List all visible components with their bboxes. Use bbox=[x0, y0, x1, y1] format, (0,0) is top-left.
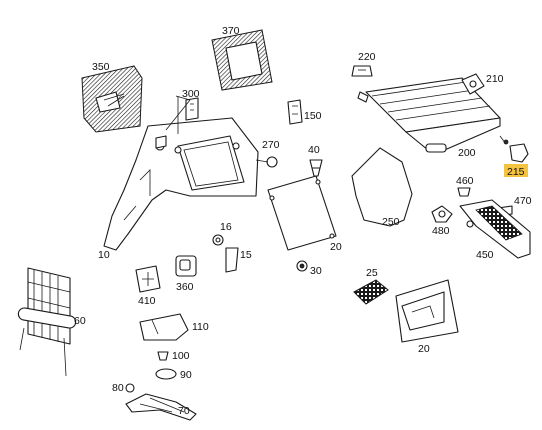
callout-460: 460 bbox=[456, 175, 474, 187]
part-350-insulation[interactable] bbox=[81, 65, 143, 133]
part-300-clip[interactable] bbox=[155, 95, 199, 149]
callout-15: 15 bbox=[240, 249, 252, 261]
part-410-first-aid-cover[interactable] bbox=[135, 265, 161, 293]
callout-470: 470 bbox=[514, 195, 532, 207]
callout-480: 480 bbox=[432, 225, 450, 237]
callout-215: 215 bbox=[507, 166, 525, 178]
part-100-bolt[interactable] bbox=[157, 351, 169, 361]
callout-270: 270 bbox=[262, 139, 280, 151]
part-15-holder[interactable] bbox=[225, 247, 239, 273]
part-270-screw[interactable] bbox=[255, 156, 278, 168]
callout-150: 150 bbox=[304, 110, 322, 122]
part-215-latch[interactable] bbox=[499, 135, 529, 163]
part-200-luggage-cover[interactable] bbox=[357, 77, 501, 153]
part-40-clip[interactable] bbox=[309, 159, 323, 177]
callout-360: 360 bbox=[176, 281, 194, 293]
part-360-socket[interactable] bbox=[175, 255, 197, 277]
part-370-insulation[interactable] bbox=[211, 29, 273, 91]
callout-16: 16 bbox=[220, 221, 232, 233]
part-90-strap[interactable] bbox=[155, 368, 177, 380]
callout-30: 30 bbox=[310, 265, 322, 277]
part-460-clip[interactable] bbox=[457, 187, 471, 197]
part-80-screw[interactable] bbox=[125, 383, 135, 393]
callout-20-upper: 20 bbox=[330, 241, 342, 253]
callout-80: 80 bbox=[112, 382, 124, 394]
part-20-panel-lower[interactable] bbox=[395, 279, 459, 343]
callout-250: 250 bbox=[382, 216, 400, 228]
highlight-marker bbox=[504, 164, 528, 177]
part-20-panel-upper[interactable] bbox=[267, 175, 337, 251]
callout-60: 60 bbox=[74, 315, 86, 327]
part-220-clip[interactable] bbox=[351, 65, 373, 77]
part-210-end-cap[interactable] bbox=[461, 73, 485, 95]
part-70-strap[interactable] bbox=[125, 393, 197, 421]
part-250-cover-panel[interactable] bbox=[351, 147, 413, 227]
callout-220: 220 bbox=[358, 51, 376, 63]
callout-20-lower: 20 bbox=[418, 343, 430, 355]
callout-450: 450 bbox=[476, 249, 494, 261]
callout-200: 200 bbox=[458, 147, 476, 159]
callout-90: 90 bbox=[180, 369, 192, 381]
part-150-bracket[interactable] bbox=[287, 99, 303, 125]
callout-25: 25 bbox=[366, 267, 378, 279]
part-450-sill-trim[interactable] bbox=[459, 199, 531, 259]
part-25-grille[interactable] bbox=[353, 279, 389, 305]
callout-410: 410 bbox=[138, 295, 156, 307]
part-30-clip[interactable] bbox=[296, 260, 308, 272]
callout-10: 10 bbox=[98, 249, 110, 261]
part-16-washer[interactable] bbox=[212, 234, 224, 246]
part-480-holder[interactable] bbox=[431, 205, 453, 223]
callout-110: 110 bbox=[192, 321, 209, 333]
part-60-net[interactable] bbox=[17, 267, 77, 377]
part-10-side-panel[interactable] bbox=[103, 117, 259, 251]
callout-350: 350 bbox=[92, 61, 110, 73]
part-110-cover-cap[interactable] bbox=[139, 313, 189, 341]
callout-210: 210 bbox=[486, 73, 504, 85]
callout-100: 100 bbox=[172, 350, 190, 362]
callout-40: 40 bbox=[308, 144, 320, 156]
callout-370: 370 bbox=[222, 25, 240, 37]
callout-300: 300 bbox=[182, 88, 200, 100]
callout-70: 70 bbox=[178, 405, 190, 417]
